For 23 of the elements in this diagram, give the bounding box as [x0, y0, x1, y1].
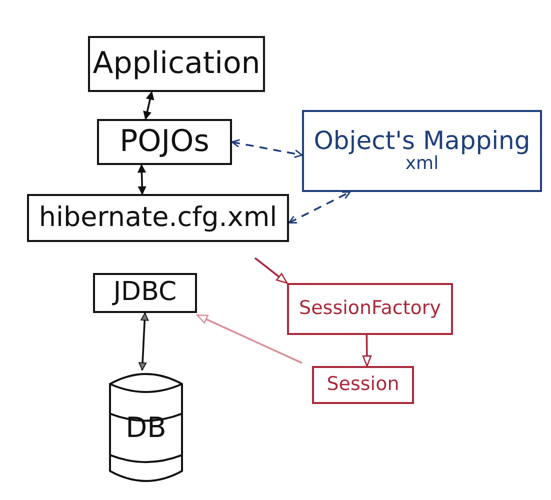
process-box — [27, 194, 289, 242]
node-label: POJOs — [120, 126, 210, 158]
arrow — [254, 257, 288, 284]
node-label: Application — [92, 48, 260, 80]
arrow — [196, 314, 302, 364]
process-box — [97, 119, 232, 165]
node-label: Session — [326, 375, 400, 395]
node-label: hibernate.cfg.xml — [38, 204, 278, 232]
dashed-arrow — [231, 139, 303, 158]
process-box — [302, 110, 542, 192]
dashed-arrow — [288, 191, 351, 224]
arrow — [143, 92, 154, 120]
node-label: SessionFactory — [299, 299, 441, 319]
process-box — [312, 366, 414, 404]
node-sublabel: xml — [405, 154, 439, 174]
arrow — [362, 334, 372, 367]
node-label: Object's Mapping — [314, 128, 530, 155]
process-box — [287, 283, 453, 335]
arrow — [138, 312, 149, 370]
process-box — [93, 273, 197, 313]
arrow — [138, 164, 146, 194]
process-box — [88, 36, 265, 92]
node-label: JDBC — [113, 279, 177, 307]
